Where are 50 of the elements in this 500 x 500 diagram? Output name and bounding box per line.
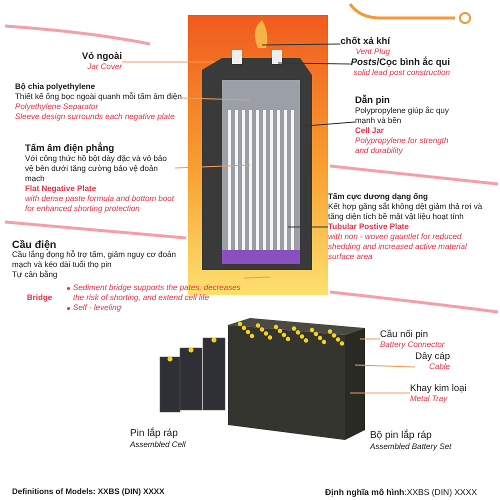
label-name: Assembled Cell [130, 440, 186, 449]
leader-line [288, 226, 328, 228]
leader-line [350, 392, 410, 394]
part-title: Cầu nối pin [380, 330, 430, 340]
leader-line [244, 276, 270, 278]
label-name: Assembled Battery Set [370, 442, 452, 451]
part-description: with non - woven gauntlet for reduced shedding and increased active material surface area [328, 232, 468, 262]
part-description: Battery Connector [380, 340, 444, 350]
leader-line [174, 164, 250, 168]
part-name: Bridge [26, 292, 54, 304]
part-description: with dense paste formula and bottom boot for enhanced shorting protection [25, 194, 175, 214]
part-title: Vỏ ngoài [82, 52, 122, 62]
part-name: Tubular Postive Plate [328, 222, 410, 232]
part-description: Sleeve design surrounds each negative plate [15, 112, 176, 122]
part-description: Tự cân bằng [12, 270, 58, 280]
part-description: Kết hợp găng sắt không dệt giảm thả rơi và tăng diện tích bề mặt vật liệu hoạt tính [328, 202, 484, 222]
part-description: Cable [428, 362, 450, 372]
part-name: Flat Negative Plate [25, 184, 98, 194]
leader-line [262, 44, 341, 46]
part-title: Dây cáp [415, 352, 450, 362]
part-name: Cell Jar [355, 126, 385, 136]
part-title: Khay kim loại [410, 384, 466, 394]
part-title: Tấm cực dương dạng ống [328, 192, 429, 202]
part-description: Polypropylene for strength and durability [355, 136, 450, 156]
leader-line [304, 122, 356, 126]
bullet-note: Self - leveling [73, 303, 122, 313]
part-description: Polypropylene giúp ắc quy mạnh và bền [355, 106, 450, 126]
part-title: chốt xả khí [340, 37, 390, 47]
part-title: Tấm âm điện phẳng [25, 144, 116, 154]
part-title: Dẫn pin [355, 96, 391, 106]
leader-line [181, 98, 250, 100]
footer-note: Định nghĩa mô hình:XXBS (DIN) XXXX [325, 487, 478, 497]
part-title: Bộ chia polyethylene [15, 82, 96, 92]
label-title: Bộ pin lắp ráp [370, 430, 432, 441]
battery-set-drawing [228, 318, 365, 440]
part-title: Cầu điện [12, 240, 58, 250]
part-description: Với công thức hồ bột dày đặc và vỏ bảo vệ bên dưới tăng cường bảo vệ đoản mạch [25, 154, 168, 184]
part-title: Posts/Cọc bình ắc qui [350, 58, 450, 68]
part-description: Vent Plug [354, 47, 390, 57]
footer-note: Definitions of Models: XXBS (DIN) XXXX [12, 487, 164, 496]
leader-line [360, 338, 380, 340]
part-description: Cầu lắng đọng hỗ trợ tấm, giảm nguy cơ đoản mạch và kéo dài tuổi thọ pin [12, 250, 177, 270]
part-description: Thiết kế ống bọc ngoài quanh mỗi tấm âm điện [15, 92, 182, 102]
label-title: Pin lắp ráp [130, 428, 178, 439]
part-description: Jar Cover [86, 62, 122, 72]
part-name: Polyethylene Separator [15, 102, 100, 112]
leader-line [354, 364, 416, 368]
part-description: Metal Tray [410, 394, 448, 404]
part-description: solid lead post construction [352, 68, 450, 78]
leader-line [278, 62, 352, 64]
